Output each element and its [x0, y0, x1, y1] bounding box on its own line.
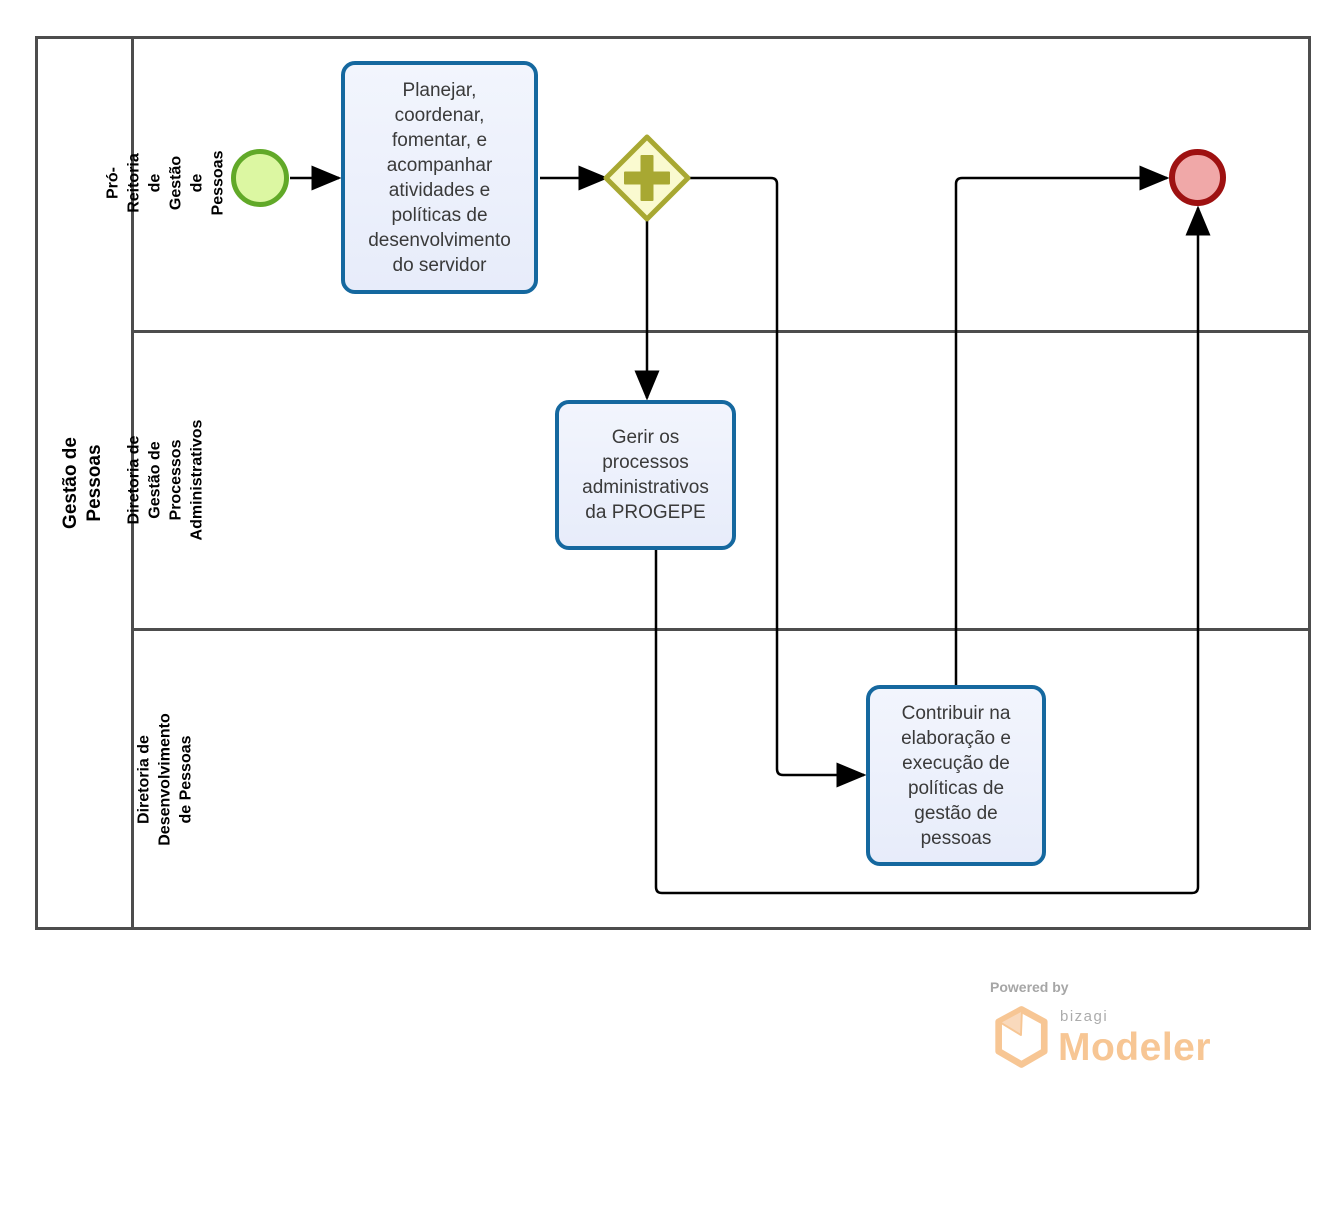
task-label: Contribuir na elaboração e execução de p… — [901, 702, 1011, 849]
end-event[interactable] — [1169, 149, 1226, 206]
start-event[interactable] — [231, 149, 289, 207]
modeler-wordmark: Modeler — [1058, 1026, 1212, 1069]
pool-header-divider — [131, 36, 134, 930]
task-planejar[interactable]: Planejar, coordenar, fomentar, e acompan… — [341, 61, 538, 294]
bizagi-wordmark: bizagi — [1060, 1008, 1109, 1025]
plus-icon — [624, 155, 670, 201]
lane-divider-2 — [133, 628, 1311, 631]
task-label: Planejar, coordenar, fomentar, e acompan… — [368, 79, 511, 276]
lane-divider-1 — [133, 330, 1311, 333]
task-label: Gerir os processos administrativos da PR… — [582, 427, 709, 523]
task-contribuir[interactable]: Contribuir na elaboração e execução de p… — [866, 685, 1046, 866]
bizagi-logo-icon — [995, 1006, 1048, 1068]
task-gerir[interactable]: Gerir os processos administrativos da PR… — [555, 400, 736, 550]
powered-by-label: Powered by — [990, 979, 1069, 995]
parallel-gateway[interactable] — [602, 133, 692, 223]
